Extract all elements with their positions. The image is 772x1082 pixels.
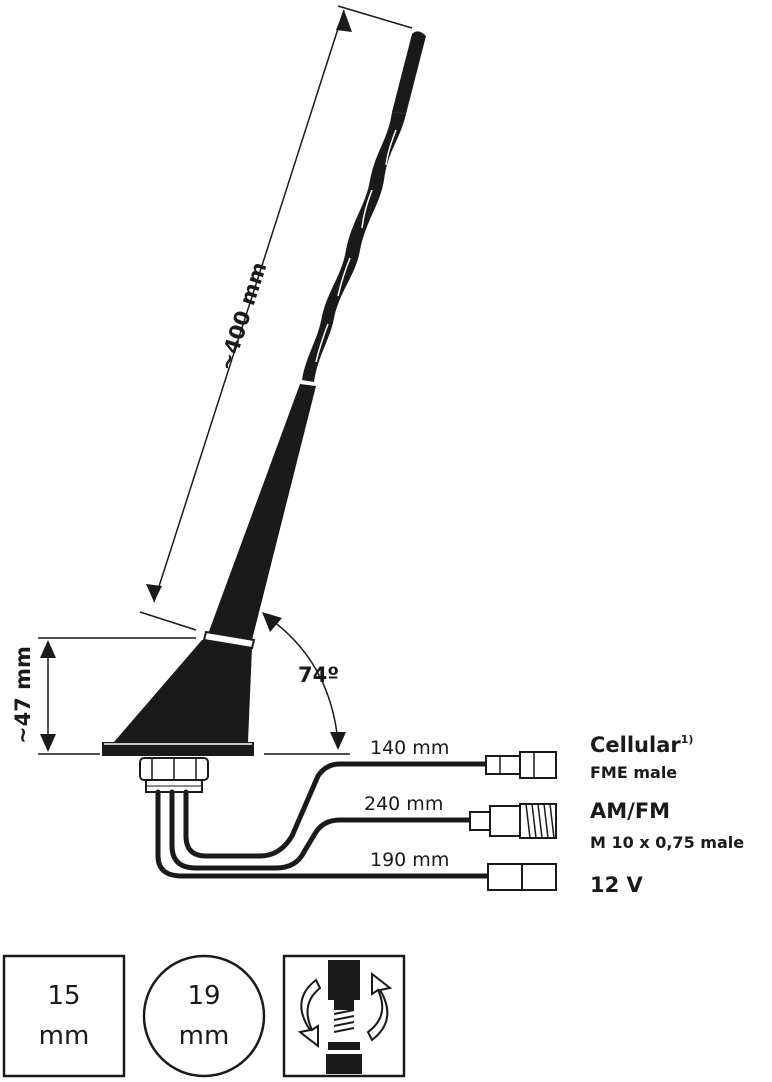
cable-length-cellular: 140 mm (370, 737, 449, 759)
antenna-mast (202, 31, 426, 650)
connector-name-12v: 12 V (590, 873, 644, 897)
angle-label: 74º (298, 663, 339, 687)
circle-size-unit: mm (178, 1021, 230, 1051)
antenna-base (102, 640, 254, 793)
square-size-unit: mm (38, 1021, 90, 1051)
circle-size-value: 19 (187, 981, 221, 1011)
square-size-value: 15 (47, 981, 81, 1011)
cable-cellular (183, 761, 491, 859)
angle-dimension (262, 612, 350, 755)
length-dimension (139, 5, 413, 631)
connector-type-cellular: FME male (590, 763, 677, 782)
cable-12v (155, 789, 493, 879)
din-connector (469, 803, 557, 839)
cables (155, 761, 493, 879)
connector-name-amfm: AM/FM (590, 799, 670, 823)
cable-amfm (169, 789, 473, 871)
length-label: ~400 mm (214, 259, 272, 373)
rotate-tighten-icon (282, 954, 406, 1078)
power-connector (487, 863, 557, 891)
wrench-size-circle-label: 19 mm (144, 976, 264, 1056)
connector-type-amfm: M 10 x 0,75 male (590, 833, 744, 852)
fme-connector (485, 751, 557, 779)
wrench-size-square (2, 954, 126, 1078)
cable-length-amfm: 240 mm (364, 793, 443, 815)
cable-length-12v: 190 mm (370, 849, 449, 871)
wrench-size-square-label: 15 mm (4, 976, 124, 1056)
height-dimension (38, 637, 196, 755)
connector-name-cellular: Cellular1) (590, 733, 693, 757)
wrench-size-circle (142, 954, 266, 1078)
height-label: ~47 mm (11, 646, 35, 744)
